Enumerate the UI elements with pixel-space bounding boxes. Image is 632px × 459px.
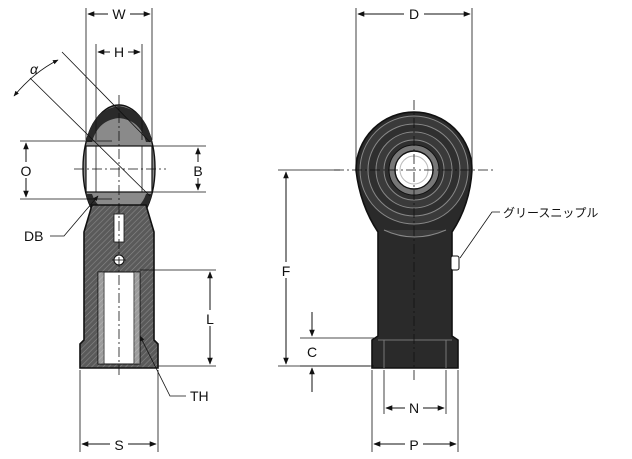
- dimension-B: B: [152, 145, 206, 193]
- label-L: L: [206, 311, 214, 327]
- dimension-W: W: [85, 5, 153, 140]
- label-S: S: [114, 437, 123, 453]
- label-TH: TH: [190, 388, 209, 404]
- label-O: O: [21, 163, 32, 179]
- leader-grease-nipple: グリースニップル: [459, 206, 598, 259]
- label-D: D: [409, 6, 419, 22]
- dimension-C: C: [300, 312, 374, 392]
- label-DB: DB: [24, 228, 43, 244]
- grease-nipple: [450, 255, 460, 271]
- label-C: C: [307, 344, 317, 360]
- leader-DB: DB: [24, 195, 99, 244]
- label-N: N: [409, 400, 419, 416]
- dimension-P: P: [371, 370, 459, 453]
- label-F: F: [282, 263, 291, 279]
- label-H: H: [114, 44, 124, 60]
- dimension-N: N: [383, 370, 447, 416]
- dimension-O: O: [18, 140, 112, 200]
- front-view: [334, 100, 494, 382]
- leader-TH: TH: [139, 335, 209, 404]
- dimension-L: L: [140, 269, 218, 367]
- dimension-D: D: [355, 5, 473, 166]
- label-grease-nipple: グリースニップル: [503, 206, 598, 220]
- label-alpha: α: [30, 61, 39, 77]
- label-B: B: [193, 163, 202, 179]
- label-W: W: [112, 6, 126, 22]
- label-P: P: [409, 437, 418, 453]
- dimension-S: S: [79, 370, 159, 453]
- side-section-view: [13, 51, 166, 378]
- dimension-F: F: [278, 169, 370, 367]
- dimension-H: H: [95, 44, 143, 140]
- housing-ring-top: [86, 106, 152, 142]
